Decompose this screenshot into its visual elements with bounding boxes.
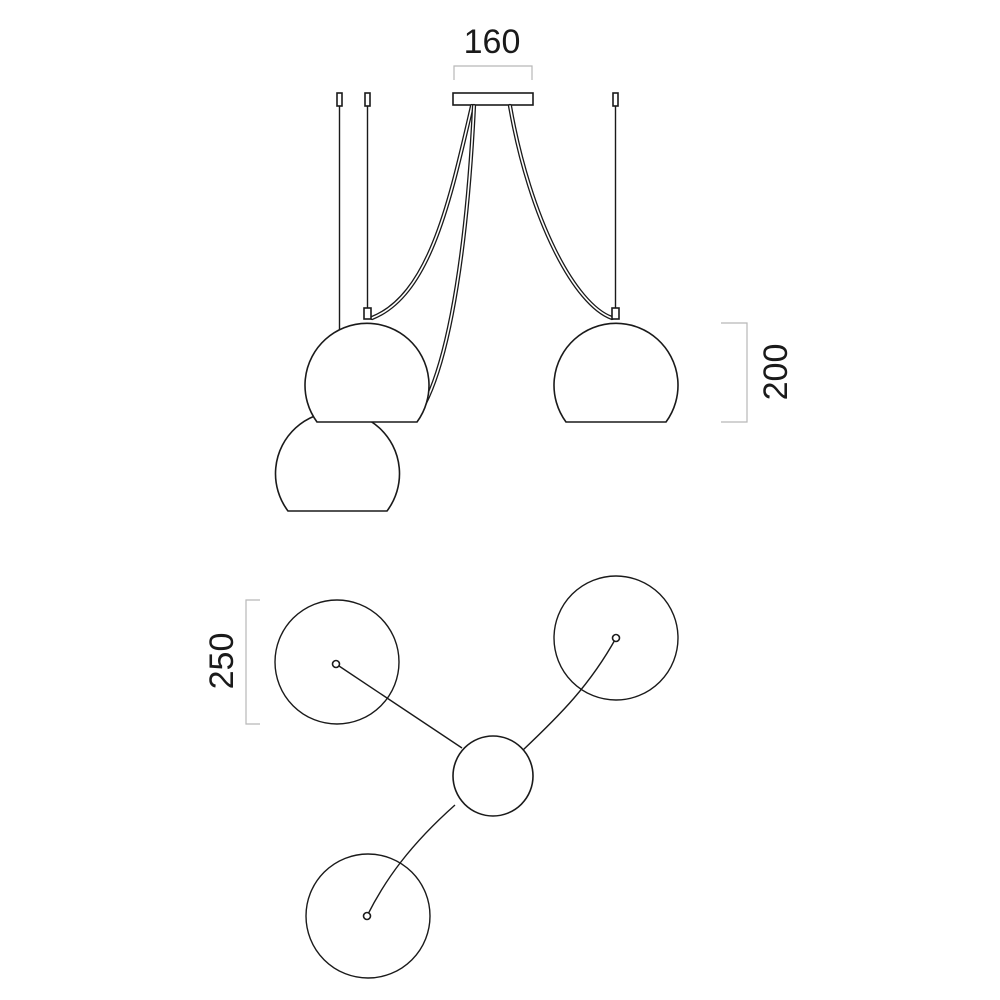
shade-plan-bottom <box>305 853 431 979</box>
shade-connector-right <box>611 307 620 320</box>
pendant-shade-low <box>274 410 401 512</box>
side-view: 160 <box>274 23 795 512</box>
shade-center-right <box>611 633 621 643</box>
shade-center-bottom <box>362 911 372 921</box>
cable-anchor-right <box>612 92 619 107</box>
power-cord-right <box>507 103 615 321</box>
cable-anchor-left-1 <box>336 92 343 107</box>
shade-diameter-dimension: 250 <box>203 599 260 725</box>
shade-height-dimension: 200 <box>721 322 795 423</box>
shade-diameter-label: 250 <box>203 633 241 690</box>
shade-plan-right <box>553 575 679 701</box>
canopy-width-label: 160 <box>464 23 521 61</box>
power-cord-upper-left <box>369 103 475 321</box>
shade-connector-left <box>363 307 372 320</box>
canopy-width-dimension: 160 <box>453 23 533 80</box>
power-cord-lower-left <box>417 103 477 415</box>
top-view: 250 <box>203 575 679 979</box>
ceiling-canopy <box>452 92 534 106</box>
cable-anchor-left-2 <box>364 92 371 107</box>
shade-center-left <box>331 659 341 669</box>
pendant-shade-left <box>304 322 430 423</box>
top-cord-bottom <box>366 804 456 917</box>
shade-plan-left <box>274 599 400 725</box>
shade-height-label: 200 <box>757 344 795 401</box>
top-cord-right <box>522 637 617 751</box>
top-cord-left <box>335 663 463 749</box>
pendant-shade-right <box>553 322 679 423</box>
canopy-plan <box>452 735 534 817</box>
